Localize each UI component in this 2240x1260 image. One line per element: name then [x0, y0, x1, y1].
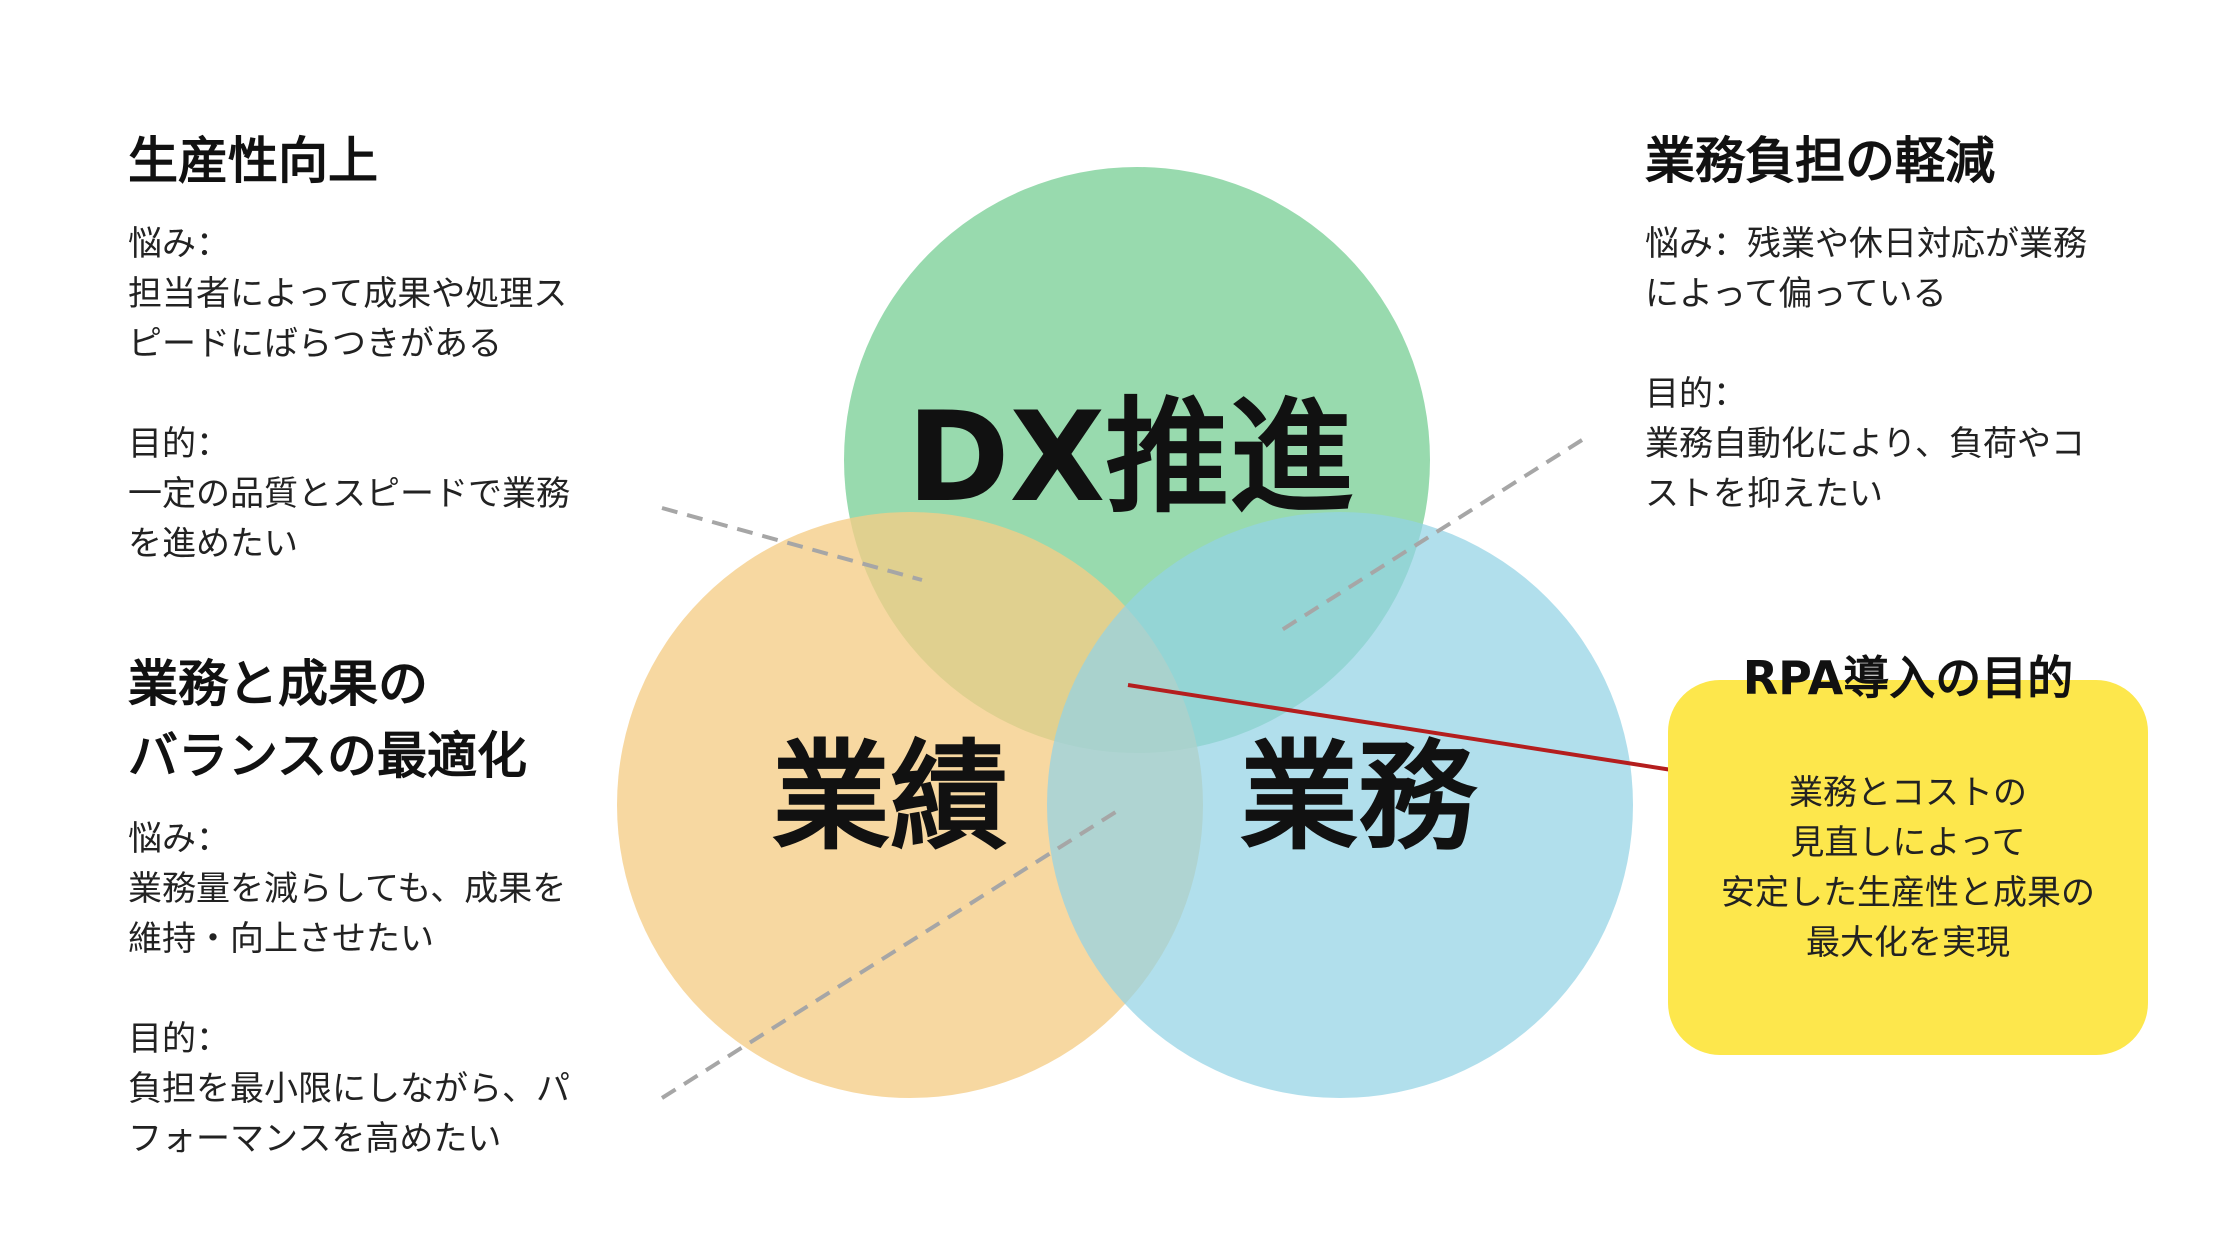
heading-productivity: 生産性向上: [128, 132, 378, 190]
worry-text: 業務量を減らしても、成果を 維持・向上させたい: [128, 869, 567, 959]
worry-label: 悩み：: [128, 224, 230, 264]
worry-text: 悩み：残業や休日対応が業務 によって偏っている: [1645, 224, 2087, 314]
bottom-left-block: 業務と成果の バランスの最適化 悩み： 業務量を減らしても、成果を 維持・向上さ…: [128, 648, 648, 1164]
callout-title: RPA導入の目的: [1742, 651, 2074, 705]
goal-text: 業務自動化により、負荷やコ ストを抑えたい: [1645, 424, 2085, 514]
circle-performance: [617, 512, 1203, 1098]
heading-balance: 業務と成果の バランスの最適化: [128, 655, 527, 785]
connector-bottom-left: [660, 806, 1124, 1100]
label-operations: 業務: [1240, 728, 1478, 866]
worry-label: 悩み：: [128, 819, 230, 859]
center-label-dx: DX推進: [907, 386, 1354, 530]
circle-operations: [1047, 512, 1633, 1098]
top-right-block: 業務負担の軽減 悩み：残業や休日対応が業務 によって偏っている 目的： 業務自動…: [1645, 125, 2165, 519]
worry-text: 担当者によって成果や処理ス ピードにばらつきがある: [128, 274, 568, 364]
connector-top-right: [1275, 438, 1584, 635]
goal-label: 目的：: [128, 1019, 230, 1059]
callout-body: 業務とコストの 見直しによって 安定した生産性と成果の 最大化を実現: [1721, 773, 2095, 963]
heading-burden-reduction: 業務負担の軽減: [1645, 132, 1995, 190]
goal-text: 負担を最小限にしながら、パ フォーマンスを高めたい: [128, 1069, 570, 1159]
goal-label: 目的：: [128, 424, 230, 464]
goal-text: 一定の品質とスピードで業務 を進めたい: [128, 474, 570, 564]
connector-callout: [1127, 683, 1673, 772]
top-left-block: 生産性向上 悩み： 担当者によって成果や処理ス ピードにばらつきがある 目的： …: [128, 125, 648, 569]
connector-top-left: [661, 506, 923, 582]
rpa-callout-box: [1668, 680, 2148, 1055]
goal-label: 目的：: [1645, 374, 1747, 414]
label-performance: 業績: [772, 728, 1008, 866]
